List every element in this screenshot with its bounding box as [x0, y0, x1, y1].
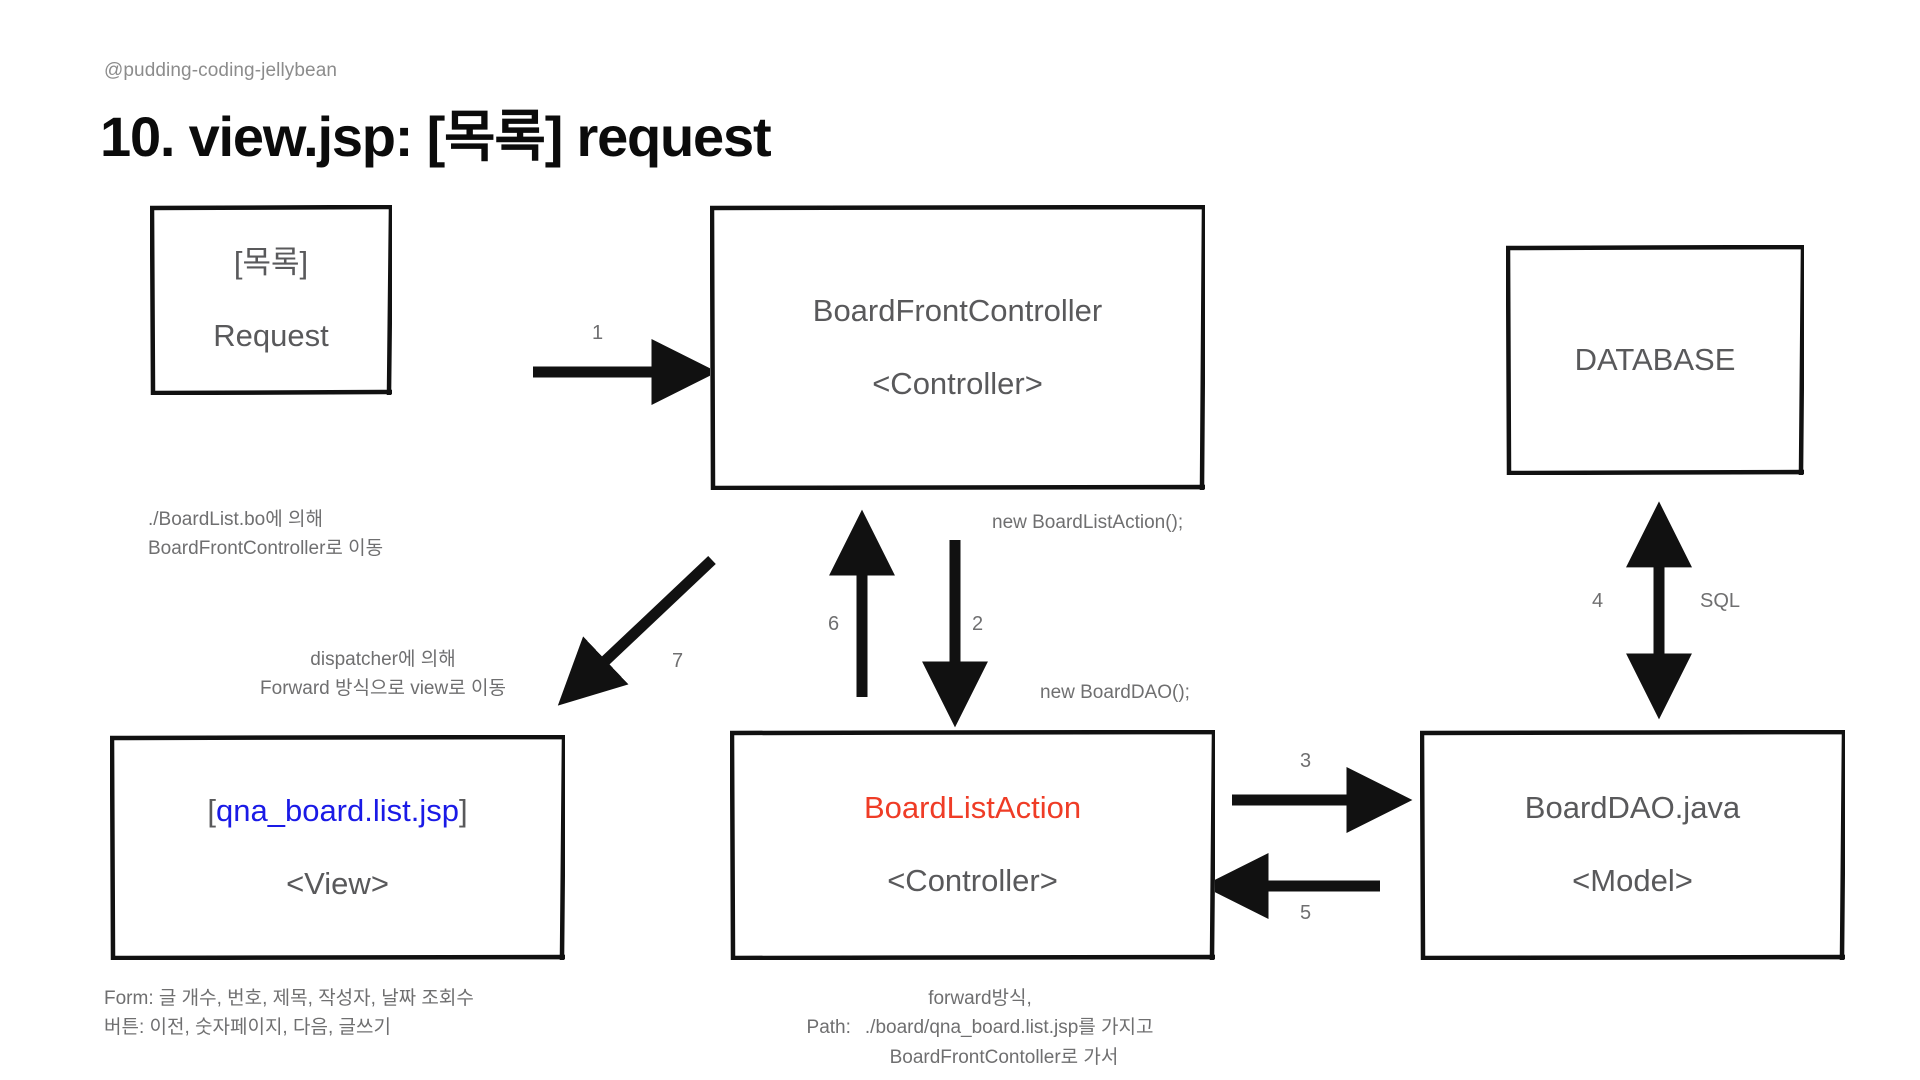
node-board-list-action-line1: BoardListAction: [863, 790, 1082, 826]
node-front-controller-line1: BoardFrontController: [812, 292, 1103, 328]
node-board-dao-line1: BoardDAO.java: [1524, 790, 1741, 826]
caption-new-board-list-action: new BoardListAction();: [992, 512, 1184, 533]
sketch-border: [1420, 730, 1845, 960]
caption-under-view: Form: 글 개수, 번호, 제목, 작성자, 날짜 조회수 버튼: 이전, …: [104, 988, 474, 1039]
node-board-dao[interactable]: BoardDAO.java <Model>: [1420, 730, 1845, 960]
path-value: ./board/qna_board.list.jsp를 가지고: [864, 1017, 1154, 1039]
caption-new-dao: new BoardDAO();: [1040, 682, 1190, 703]
author-handle: @pudding-coding-jellybean: [104, 60, 338, 81]
node-board-list-action[interactable]: BoardListAction <Controller>: [730, 730, 1215, 960]
arrow-label-1: 1: [592, 322, 604, 344]
node-front-controller[interactable]: BoardFrontController <Controller>: [710, 205, 1205, 490]
node-view-line1: [qna_board.list.jsp]: [207, 792, 467, 831]
node-board-list-action-line2: <Controller>: [887, 863, 1058, 898]
arrow-label-4-sql: SQL: [1700, 590, 1741, 612]
sketch-border: [150, 205, 392, 395]
arrow-label-5: 5: [1300, 902, 1312, 924]
caption-under-board-list-action: forward방식, Path: ./board/qna_board.list.…: [730, 984, 1230, 1072]
arrow-label-7: 7: [672, 650, 684, 672]
caption-under-request: ./BoardList.bo에 의해 BoardFrontController로…: [148, 509, 384, 560]
arrow-label-2: 2: [972, 613, 984, 635]
arrow-label-4: 4: [1592, 590, 1604, 612]
arrow-label-3: 3: [1300, 750, 1312, 772]
node-database-line1: DATABASE: [1574, 341, 1736, 377]
path-label: Path:: [806, 1017, 851, 1039]
node-view-line2: <View>: [286, 865, 389, 901]
arrow-label-6: 6: [828, 613, 840, 635]
node-request[interactable]: [목록] Request: [150, 205, 392, 395]
bracket-open: [: [207, 792, 216, 828]
caption-dispatcher: dispatcher에 의해 Forward 방식으로 view로 이동: [260, 649, 506, 700]
node-view[interactable]: [qna_board.list.jsp] <View>: [110, 735, 565, 960]
sketch-border: [730, 730, 1215, 960]
node-request-line1: [목록]: [233, 245, 309, 281]
node-board-dao-line2: <Model>: [1572, 863, 1693, 898]
goto-front-controller-line: BoardFrontContoller로 가서: [889, 1046, 1119, 1068]
bracket-close: ]: [459, 792, 468, 828]
sketch-border: [110, 735, 565, 960]
forward-line: forward방식,: [928, 988, 1032, 1009]
arrow-7: [557, 556, 716, 706]
sketch-border: [710, 205, 1205, 490]
view-file-name: qna_board.list.jsp: [216, 792, 459, 828]
node-database[interactable]: DATABASE: [1506, 245, 1804, 475]
page-title: 10. view.jsp: [목록] request: [100, 105, 772, 168]
node-front-controller-line2: <Controller>: [872, 365, 1043, 401]
node-request-line2: Request: [213, 318, 329, 353]
